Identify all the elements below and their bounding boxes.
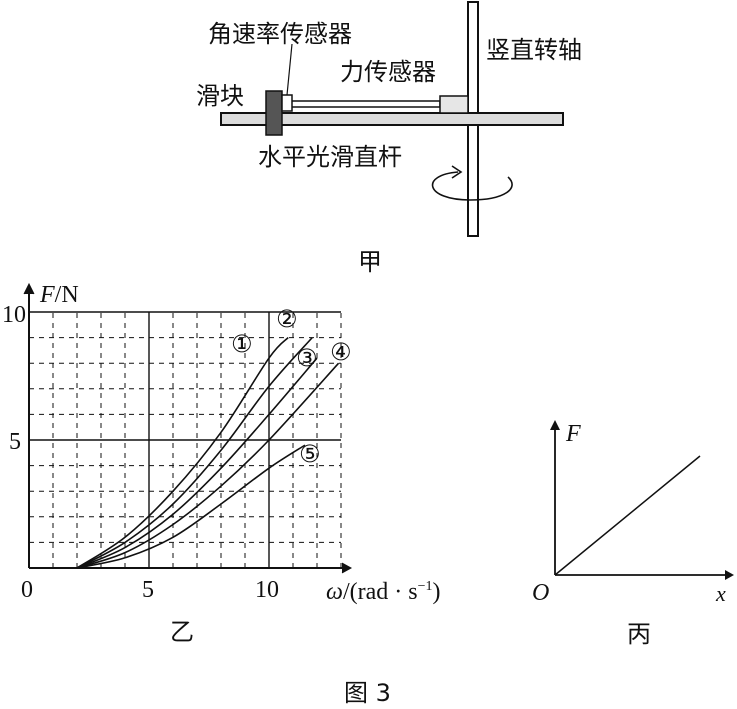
apparatus-diagram: 角速率传感器 竖直转轴 力传感器 滑块 水平光滑直杆 甲 [196,1,582,276]
curve-1 [76,337,289,569]
horizontal-rod [220,112,564,126]
x-axis-arrow-icon [341,562,353,574]
y-tick-label-5: 5 [9,429,21,455]
graph-yi: F/N ω/(rad · s−1) 10 5 0 5 10 ① ② ③ ④ ⑤ … [2,282,441,646]
label-force-sensor: 力传感器 [340,58,436,86]
connecting-string [289,100,441,108]
curve-label-5: ⑤ [299,440,321,468]
x-axis-label: x [715,581,726,606]
x-axis-arrow-icon [725,570,734,580]
curves [76,337,340,569]
curve-2 [76,337,313,569]
y-axis-label: F [565,421,581,447]
caption-jia: 甲 [358,248,382,276]
curve-5 [76,444,306,569]
slider-block [265,90,283,136]
leader-line [286,43,293,96]
label-angular-rate-sensor: 角速率传感器 [208,20,352,48]
graph-bing: F x O 丙 [532,420,734,648]
angular-rate-sensor [281,94,293,112]
proportional-line [554,455,701,576]
rotation-arrow-icon [431,171,513,201]
x-axis-label: ω/(rad · s−1) [326,579,441,605]
y-tick-label-10: 10 [2,302,26,328]
origin-label: O [532,580,549,606]
curve-4 [76,362,340,569]
caption-yi: 乙 [170,618,194,646]
x-tick-label-10: 10 [255,577,279,603]
x-tick-label-0: 0 [21,577,33,603]
force-sensor [439,95,469,114]
label-slider: 滑块 [196,82,244,110]
label-vertical-shaft: 竖直转轴 [486,36,582,64]
curve-label-1: ① [231,330,253,358]
y-axis-label: F/N [39,282,79,308]
label-horizontal-rod: 水平光滑直杆 [258,143,402,171]
curve-label-2: ② [276,305,298,333]
curve-3 [76,357,318,569]
curve-label-4: ④ [330,338,352,366]
y-axis-arrow-icon [550,420,560,430]
y-axis-arrow-icon [23,282,35,295]
figure-caption: 图 3 [344,679,391,707]
curve-label-3: ③ [296,344,318,372]
x-tick-label-5: 5 [142,577,154,603]
caption-bing: 丙 [627,620,651,648]
